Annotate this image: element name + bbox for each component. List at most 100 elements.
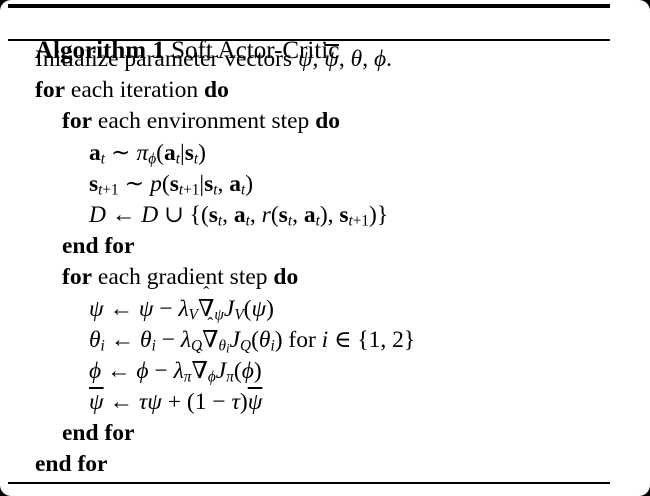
math-segment: t [315, 212, 320, 230]
algorithm-line: st+1 ∼ p(st+1|st, at) [0, 169, 650, 200]
math-segment: ( [243, 295, 252, 322]
math-segment: λ [178, 295, 189, 322]
math-segment: r [261, 201, 271, 228]
math-segment: + (1 − [161, 389, 232, 416]
math-segment: λ [180, 326, 192, 353]
math-segment: for [35, 77, 66, 104]
algorithm-name: Soft Actor-Critic [164, 37, 340, 64]
math-segment: J [215, 357, 227, 384]
math-segment: ψ [214, 305, 224, 323]
math-segment: π [183, 368, 192, 386]
math-segment: p [150, 170, 162, 197]
math-segment: ψ [138, 295, 154, 322]
math-segment: V [234, 305, 244, 323]
math-segment: ) [319, 201, 328, 228]
math-segment: ϕ [148, 149, 157, 167]
math-segment: t [348, 212, 353, 230]
math-segment: ← [104, 326, 141, 353]
math-segment: +1 [352, 212, 370, 230]
math-segment: θ [350, 46, 363, 72]
math-segment: s [208, 201, 218, 228]
math-segment: θ [258, 326, 271, 353]
math-segment: +1 [102, 181, 119, 199]
math-segment: θ [218, 337, 227, 355]
math-segment: θ [140, 326, 152, 353]
math-segment: t [193, 149, 199, 167]
math-segment: a [303, 201, 316, 228]
math-segment: t [100, 149, 105, 167]
math-segment: − [155, 326, 181, 353]
math-segment: t [287, 212, 293, 230]
math-segment: s [89, 170, 99, 197]
math-segment: s [339, 201, 349, 228]
hat-accent: ˆ [207, 314, 214, 335]
math-segment: s [278, 201, 288, 228]
math-segment: t [217, 212, 223, 230]
algorithm-line: for each environment step do [0, 106, 650, 137]
math-segment: V [188, 305, 198, 323]
math-segment: ϕ [373, 46, 387, 72]
algorithm-line: end for [0, 449, 650, 480]
math-segment: ← [101, 357, 137, 384]
math-segment: ← [103, 389, 139, 416]
math-segment: s [169, 170, 179, 197]
math-segment: D [141, 201, 159, 228]
math-segment: t [175, 149, 180, 167]
math-segment: end for [62, 233, 135, 260]
math-segment: ) [198, 139, 206, 166]
math-segment: ψ [247, 389, 263, 416]
math-segment: ψ [297, 46, 313, 72]
algorithm-header-rule [8, 39, 610, 41]
algorithm-line: at ∼ πϕ(at|st) [0, 138, 650, 169]
math-segment: , [312, 46, 325, 72]
math-segment: π [136, 139, 149, 166]
math-segment: t [178, 181, 184, 199]
math-segment: , [222, 201, 234, 228]
math-segment: ∇ [191, 357, 208, 384]
math-segment: end for [35, 451, 108, 478]
math-segment: λ [173, 357, 184, 384]
math-segment: , [338, 46, 351, 72]
math-segment: t [98, 181, 103, 199]
math-segment: , [327, 201, 340, 228]
math-segment: , [292, 201, 304, 228]
math-segment: each gradient step [92, 264, 274, 291]
math-segment: τ [231, 389, 240, 416]
math-segment: do [273, 264, 299, 291]
math-segment: do [204, 77, 229, 104]
hat-accent: ˆ [196, 345, 203, 366]
math-segment: | [199, 170, 205, 197]
algorithm-line: ψ ← τψ + (1 − τ)ψ [0, 387, 650, 418]
math-segment: ∪ {( [158, 201, 209, 228]
math-segment: for [282, 326, 322, 353]
math-segment: ψ [89, 389, 104, 416]
math-segment: +1 [183, 181, 200, 199]
math-segment: | [179, 139, 185, 166]
algorithm-line: for each iteration do [0, 75, 650, 106]
math-segment: t [213, 181, 218, 199]
math-segment: ) [253, 357, 262, 384]
math-segment: ( [233, 357, 242, 384]
math-segment: ← [103, 295, 139, 322]
math-segment: π [226, 368, 234, 386]
math-segment: s [204, 170, 214, 197]
algorithm-line: Initialize parameter vectors ψ, ψ, θ, ϕ. [0, 44, 650, 75]
math-segment: i [226, 340, 230, 356]
math-segment: ψ [147, 389, 162, 416]
math-segment: ψ [89, 295, 104, 322]
math-segment: t [240, 181, 246, 199]
math-segment: ) [274, 326, 283, 353]
math-segment: Q [240, 337, 252, 355]
math-segment: each iteration [65, 77, 204, 104]
math-segment: ϕ [89, 357, 102, 384]
math-segment: , [362, 46, 374, 72]
math-segment: each environment step [92, 108, 316, 135]
algorithm-top-rule [8, 4, 610, 8]
math-segment: ( [251, 326, 259, 353]
math-segment: ( [161, 170, 170, 197]
math-segment: ψ [324, 46, 339, 72]
math-segment: i [100, 337, 105, 355]
algorithm-label: Algorithm 1 [35, 37, 165, 64]
math-segment: i [270, 337, 275, 355]
